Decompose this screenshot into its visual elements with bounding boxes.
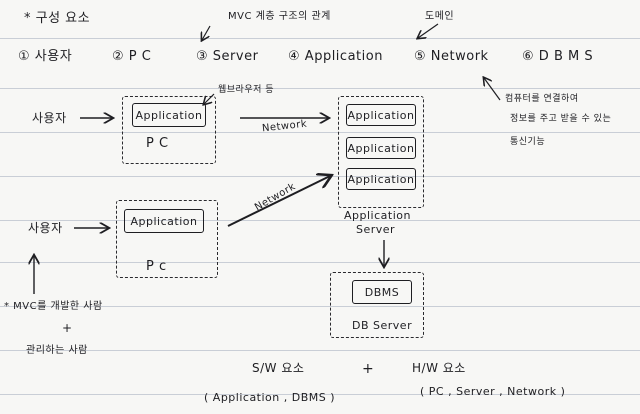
user-top-label: 사용자: [32, 111, 67, 125]
plus-sign: +: [362, 361, 375, 377]
user-bottom-label: 사용자: [28, 221, 63, 235]
component-label: P C: [128, 49, 152, 64]
arrow-pc-bottom-to-server: [227, 176, 330, 227]
db-server-box: [330, 272, 424, 338]
db-server-label: DB Server: [352, 319, 413, 332]
note-top: MVC 계층 구조의 관계: [228, 11, 331, 22]
arrow-web-browser-note: [204, 93, 215, 104]
bottom-left-plus: +: [62, 321, 73, 335]
hw-detail: ( PC , Server , Network ): [420, 385, 566, 398]
server-application-1: Application: [346, 104, 416, 126]
component-label: Server: [212, 49, 259, 64]
component-label: Network: [430, 49, 489, 64]
bottom-left-note1: * MVC를 개발한 사람: [4, 301, 103, 312]
component-dbms: ⑥ D B M S: [522, 50, 593, 63]
network-note-line1: 컴퓨터를 연결하여: [505, 94, 579, 104]
network-note-line2: 정보를 주고 받을 수 있는: [510, 114, 612, 124]
app-server-box: [338, 96, 424, 208]
server-application-3: Application: [346, 168, 416, 190]
arrow-domain-down: [418, 23, 439, 38]
component-num: ②: [112, 49, 125, 64]
pc-bottom-box: [116, 200, 218, 278]
component-label: Application: [304, 49, 383, 64]
component-num: ⑤: [414, 49, 427, 64]
component-pc: ② P C: [112, 50, 151, 63]
arrow-network-note: [484, 78, 501, 101]
pc-top-application: Application: [132, 103, 206, 127]
component-label: 사용자: [34, 49, 73, 64]
pc-top-label: P C: [146, 136, 169, 151]
page-title: * 구성 요소: [24, 11, 91, 26]
app-server-label-line2: Server: [356, 223, 396, 236]
pc-bottom-label: P c: [146, 259, 167, 274]
component-num: ⑥: [522, 49, 535, 64]
pc-bottom-application: Application: [124, 209, 204, 233]
server-application-2: Application: [346, 137, 416, 159]
component-num: ①: [18, 49, 31, 64]
component-user: ① 사용자: [18, 50, 72, 63]
component-num: ③: [196, 49, 209, 64]
arrow-title-down: [202, 25, 211, 40]
pc-top-box: [122, 96, 216, 164]
bottom-left-note2: 관리하는 사람: [26, 345, 88, 356]
component-network: ⑤ Network: [414, 50, 489, 63]
component-label: D B M S: [538, 49, 594, 64]
network-note-line3: 통신기능: [510, 137, 546, 147]
hw-label: H/W 요소: [412, 361, 466, 375]
dbms-box: DBMS: [352, 280, 412, 304]
sw-detail: ( Application , DBMS ): [204, 391, 336, 404]
component-application: ④ Application: [288, 50, 383, 63]
web-browser-note: 웹브라우저 등: [218, 85, 275, 95]
app-server-label-line1: Application: [344, 209, 411, 222]
component-server: ③ Server: [196, 50, 258, 63]
note-top-right: 도메인: [425, 11, 455, 22]
sw-label: S/W 요소: [252, 361, 305, 375]
component-num: ④: [288, 49, 301, 64]
